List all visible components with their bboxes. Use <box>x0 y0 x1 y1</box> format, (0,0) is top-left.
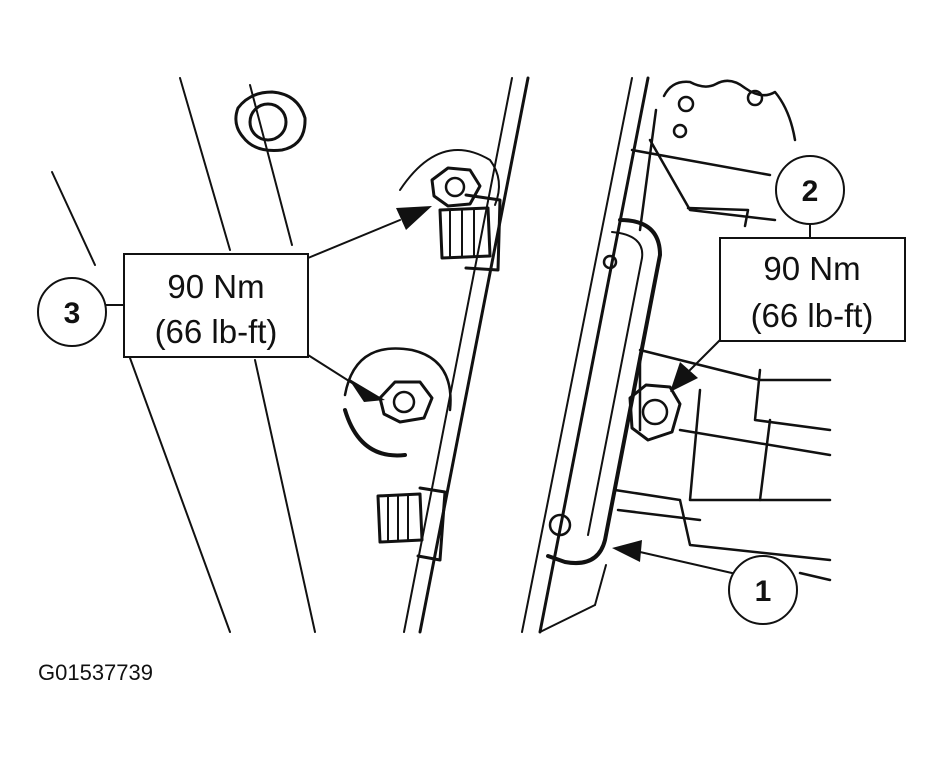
callout-2-number: 2 <box>802 175 819 208</box>
background-lines <box>51 77 316 633</box>
callout-2: 2 <box>775 155 845 225</box>
frame-rail <box>403 76 650 634</box>
callout-1: 1 <box>728 555 798 625</box>
torque-label-3: 90 Nm (66 lb-ft) <box>123 253 309 358</box>
torque-2-metric: 90 Nm <box>763 250 860 287</box>
torque-3-imperial: (66 lb-ft) <box>155 313 278 350</box>
torque-2-imperial: (66 lb-ft) <box>751 297 874 334</box>
callout-3-number: 3 <box>64 297 81 330</box>
figure-id: G01537739 <box>38 660 153 685</box>
bolt-lower <box>343 347 452 458</box>
callout-1-number: 1 <box>755 575 772 608</box>
bolt-right <box>628 383 682 442</box>
torque-3-metric: 90 Nm <box>167 268 264 305</box>
engine-block <box>613 79 832 582</box>
leader-lines <box>105 211 811 577</box>
arrowheads <box>348 206 698 562</box>
stud-lower <box>376 486 447 562</box>
mounting-hole <box>234 90 307 152</box>
torque-label-2: 90 Nm (66 lb-ft) <box>719 237 906 342</box>
callout-3: 3 <box>37 277 107 347</box>
bolt-upper <box>399 149 502 272</box>
